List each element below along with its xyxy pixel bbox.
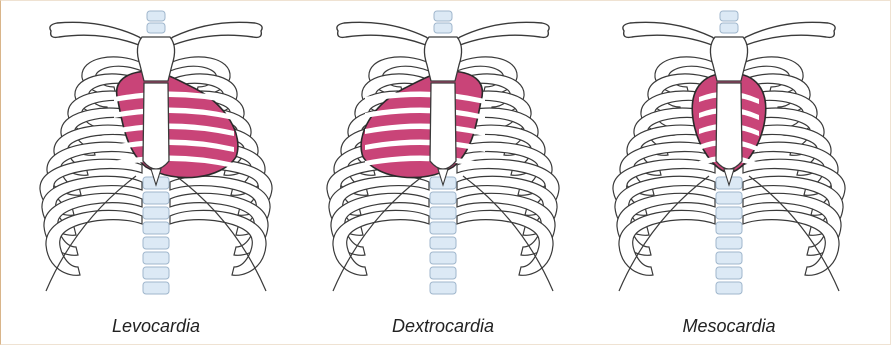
cervical-vertebra xyxy=(434,11,452,21)
vertebra xyxy=(430,237,456,249)
vertebra xyxy=(143,222,169,234)
manubrium xyxy=(424,37,461,81)
cervical-vertebra xyxy=(147,11,165,21)
vertebra xyxy=(143,237,169,249)
right-clavicle xyxy=(170,22,262,45)
left-clavicle xyxy=(50,22,142,45)
ribcage-group xyxy=(327,11,559,294)
panel-levocardia: Levocardia xyxy=(11,1,301,345)
ribcage-mesocardia-illustration xyxy=(584,1,874,311)
cervical-vertebra xyxy=(147,23,165,33)
ribcage-group xyxy=(613,11,845,294)
cervical-vertebra xyxy=(434,23,452,33)
vertebra xyxy=(430,252,456,264)
vertebra xyxy=(430,207,456,219)
vertebra xyxy=(716,192,742,204)
sternum-body xyxy=(143,83,169,169)
vertebra xyxy=(143,282,169,294)
vertebra xyxy=(430,192,456,204)
vertebra xyxy=(430,282,456,294)
vertebra xyxy=(716,207,742,219)
panel-mesocardia: Mesocardia xyxy=(584,1,874,345)
cervical-vertebra xyxy=(720,11,738,21)
panel-dextrocardia: Dextrocardia xyxy=(298,1,588,345)
vertebra xyxy=(430,222,456,234)
ribcage-levocardia-illustration xyxy=(11,1,301,311)
vertebra xyxy=(430,267,456,279)
right-clavicle xyxy=(457,22,549,45)
caption-mesocardia: Mesocardia xyxy=(584,316,874,337)
ribcage-group xyxy=(40,11,272,294)
caption-levocardia: Levocardia xyxy=(11,316,301,337)
cervical-vertebra xyxy=(720,23,738,33)
sternum-body xyxy=(430,83,456,169)
manubrium xyxy=(710,37,747,81)
sternum-body xyxy=(716,83,742,169)
vertebra xyxy=(143,192,169,204)
vertebra xyxy=(716,282,742,294)
left-clavicle xyxy=(623,22,715,45)
vertebra xyxy=(716,237,742,249)
right-clavicle xyxy=(743,22,835,45)
vertebra xyxy=(716,222,742,234)
caption-dextrocardia: Dextrocardia xyxy=(298,316,588,337)
vertebra xyxy=(716,252,742,264)
left-clavicle xyxy=(337,22,429,45)
ribcage-dextrocardia-illustration xyxy=(298,1,588,311)
vertebra xyxy=(143,252,169,264)
vertebra xyxy=(143,207,169,219)
vertebra xyxy=(716,267,742,279)
vertebra xyxy=(143,267,169,279)
manubrium xyxy=(137,37,174,81)
